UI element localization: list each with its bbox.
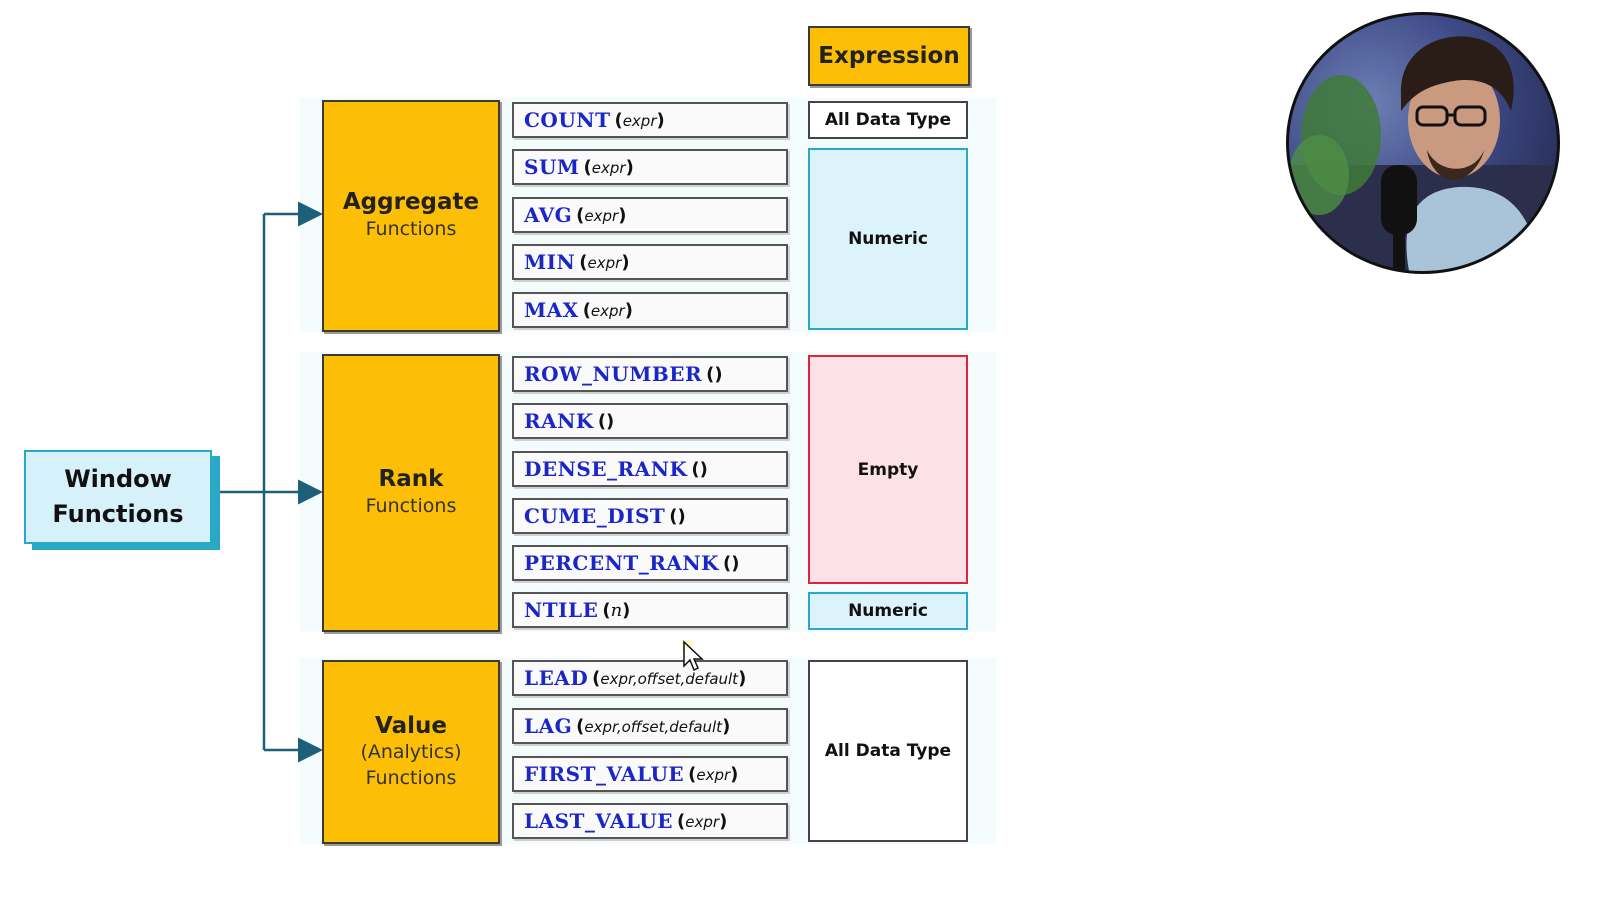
- expr-numeric-aggregate: Numeric: [808, 148, 968, 330]
- presenter-figure-icon: [1289, 36, 1557, 271]
- function-name: MAX: [524, 298, 579, 322]
- function-rank: RANK (): [512, 403, 788, 439]
- function-count: COUNT (expr): [512, 102, 788, 138]
- expr-all-data-type-aggregate: All Data Type: [808, 101, 968, 139]
- presenter-webcam: [1286, 12, 1560, 274]
- function-cume-dist: CUME_DIST (): [512, 498, 788, 534]
- mouse-cursor-icon: [682, 640, 704, 672]
- function-name: NTILE: [524, 598, 599, 622]
- function-percent-rank: PERCENT_RANK (): [512, 545, 788, 581]
- function-last-value: LAST_VALUE (expr): [512, 803, 788, 839]
- category-sub: Functions: [365, 217, 457, 240]
- function-args: expr: [587, 253, 622, 272]
- category-sub: Functions: [365, 766, 457, 789]
- function-args: expr,offset,default: [600, 669, 739, 688]
- function-row-number: ROW_NUMBER (): [512, 356, 788, 392]
- expr-all-data-type-value: All Data Type: [808, 660, 968, 842]
- function-name: DENSE_RANK: [524, 457, 688, 481]
- function-lag: LAG (expr,offset,default): [512, 708, 788, 744]
- value-category: Value (Analytics) Functions: [322, 660, 500, 844]
- function-args: expr: [591, 158, 626, 177]
- function-name: LAST_VALUE: [524, 809, 674, 833]
- function-lead: LEAD (expr,offset,default): [512, 660, 788, 696]
- function-avg: AVG (expr): [512, 197, 788, 233]
- function-name: SUM: [524, 155, 580, 179]
- function-first-value: FIRST_VALUE (expr): [512, 756, 788, 792]
- expr-numeric-ntile: Numeric: [808, 592, 968, 630]
- function-min: MIN (expr): [512, 244, 788, 280]
- function-name: COUNT: [524, 108, 611, 132]
- function-name: FIRST_VALUE: [524, 762, 685, 786]
- expression-header: Expression: [808, 26, 970, 86]
- function-name: CUME_DIST: [524, 504, 666, 528]
- aggregate-category: Aggregate Functions: [322, 100, 500, 332]
- root-line2: Functions: [52, 500, 184, 528]
- function-name: RANK: [524, 409, 594, 433]
- function-args: expr: [622, 111, 657, 130]
- root-line1: Window: [64, 465, 172, 494]
- category-sub: Functions: [365, 494, 457, 517]
- function-args: n: [610, 599, 623, 621]
- function-name: PERCENT_RANK: [524, 551, 720, 575]
- category-name: Value: [375, 712, 447, 739]
- function-name: ROW_NUMBER: [524, 362, 703, 386]
- function-args: expr: [685, 812, 720, 831]
- function-sum: SUM (expr): [512, 149, 788, 185]
- function-name: AVG: [524, 203, 573, 227]
- function-args: expr,offset,default: [584, 717, 723, 736]
- window-functions-box: Window Functions: [24, 450, 212, 544]
- category-name: Aggregate: [342, 189, 480, 216]
- function-name: MIN: [524, 250, 576, 274]
- category-name: Rank: [378, 466, 444, 493]
- function-args: expr: [696, 765, 731, 784]
- category-sub: (Analytics): [360, 741, 462, 764]
- function-ntile: NTILE (n): [512, 592, 788, 628]
- function-name: LEAD: [524, 666, 589, 690]
- function-args: expr: [590, 301, 625, 320]
- function-name: LAG: [524, 714, 573, 738]
- function-max: MAX (expr): [512, 292, 788, 328]
- rank-category: Rank Functions: [322, 354, 500, 632]
- expr-empty-rank: Empty: [808, 355, 968, 584]
- function-dense-rank: DENSE_RANK (): [512, 451, 788, 487]
- function-args: expr: [584, 206, 619, 225]
